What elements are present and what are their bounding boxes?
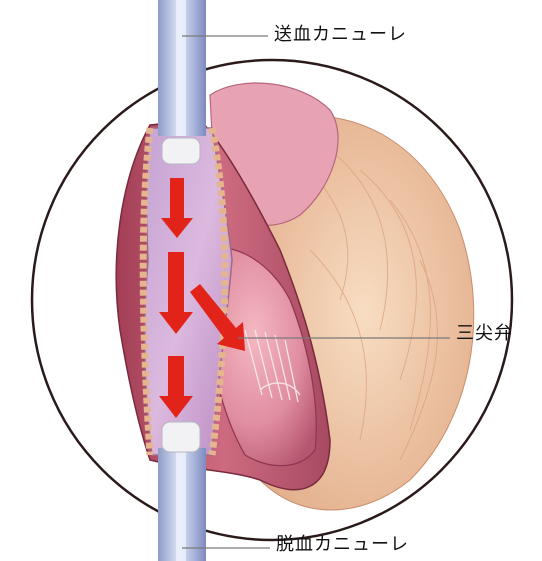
tricuspid-valve-label: 三尖弁 xyxy=(456,319,513,345)
outflow-cannula-label: 送血カニューレ xyxy=(274,20,407,46)
lower-cannula-tip xyxy=(162,422,200,452)
drainage-cannula-label: 脱血カニューレ xyxy=(276,530,409,556)
upper-cannula-tip xyxy=(162,138,200,164)
